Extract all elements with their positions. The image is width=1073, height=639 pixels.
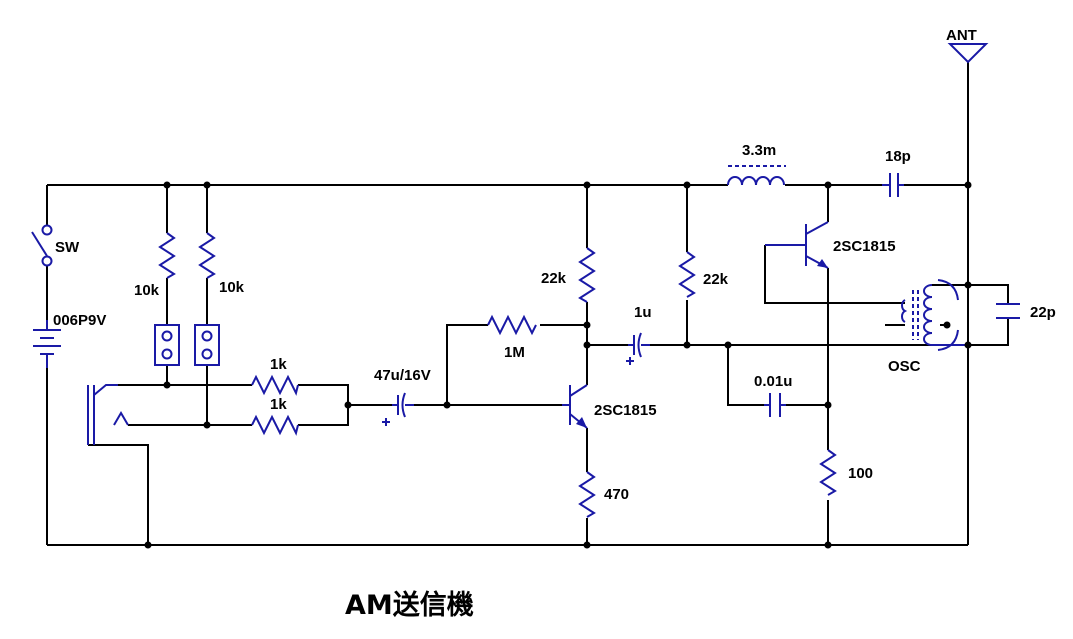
label-r-bias-right: 10k <box>219 279 245 296</box>
resistor-22k-collector <box>578 247 596 303</box>
resistor-470 <box>578 471 596 518</box>
label-r-collector: 22k <box>541 270 567 287</box>
resistor-1k-bottom <box>251 414 299 436</box>
transistor-q1 <box>562 384 588 429</box>
jumper-left[interactable] <box>154 324 180 366</box>
label-r-emitter: 470 <box>604 486 629 503</box>
diagram-title: AM送信機 <box>345 590 474 621</box>
label-q2: 2SC1815 <box>833 238 896 255</box>
label-c-input: 47u/16V <box>374 367 431 384</box>
junctions <box>144 181 972 549</box>
capacitor-47u <box>382 392 414 426</box>
label-osc: OSC <box>888 358 921 375</box>
switch-sw[interactable] <box>31 224 53 267</box>
resistor-10k-left <box>158 232 176 279</box>
resistor-100 <box>819 449 837 496</box>
antenna-symbol <box>947 43 989 64</box>
label-battery: 006P9V <box>53 312 106 329</box>
labels: ANT SW 006P9V 10k 10k 1k 1k 47u/16V 1M 2… <box>53 27 1056 621</box>
resistor-10k-right <box>198 232 216 279</box>
inductor-3p3m <box>727 165 786 186</box>
resistor-22k-base <box>678 251 696 298</box>
capacitor-0p01u <box>764 393 786 417</box>
resistor-1m <box>487 314 537 336</box>
label-r-emitter2: 100 <box>848 465 873 482</box>
components <box>31 43 1020 518</box>
battery <box>33 320 61 368</box>
capacitor-22p <box>996 303 1020 319</box>
osc-coil <box>901 279 968 351</box>
label-c-tank: 22p <box>1030 304 1056 321</box>
label-ant: ANT <box>946 27 977 44</box>
label-sw: SW <box>55 239 80 256</box>
label-l-choke: 3.3m <box>742 142 776 159</box>
label-c-out: 18p <box>885 148 911 165</box>
label-r-feedback: 1M <box>504 344 525 361</box>
label-r-bias-left: 10k <box>134 282 160 299</box>
label-c-emitter2: 0.01u <box>754 373 792 390</box>
capacitor-1u <box>626 332 650 365</box>
transistor-q2 <box>765 221 829 269</box>
input-jack[interactable] <box>87 384 129 445</box>
label-r-mix-top: 1k <box>270 356 287 373</box>
label-q1: 2SC1815 <box>594 402 657 419</box>
wires <box>46 62 1009 546</box>
jumper-right[interactable] <box>194 324 220 366</box>
label-r-mix-bottom: 1k <box>270 396 287 413</box>
label-c-couple: 1u <box>634 304 652 321</box>
label-r-base2: 22k <box>703 271 729 288</box>
resistor-1k-top <box>251 374 299 396</box>
capacitor-18p <box>882 173 904 197</box>
